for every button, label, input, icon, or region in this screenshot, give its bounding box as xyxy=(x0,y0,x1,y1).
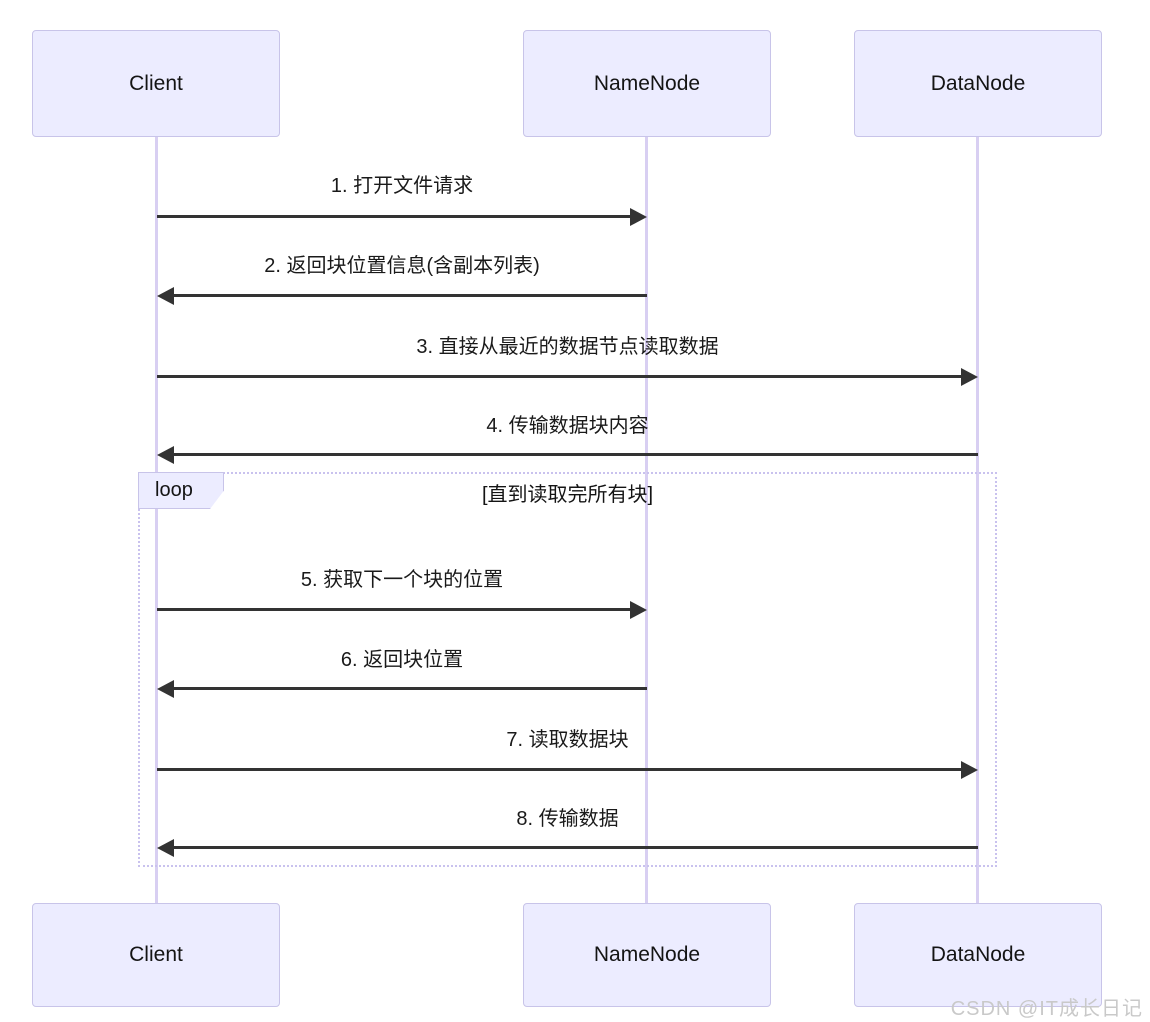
message-7-arrowhead-icon xyxy=(961,761,978,779)
actor-client-top-label: Client xyxy=(129,71,183,95)
message-4-label: 4. 传输数据块内容 xyxy=(486,415,649,437)
loop-label: loop xyxy=(138,472,224,509)
actor-client-top: Client xyxy=(32,30,280,137)
message-7-line xyxy=(157,768,962,771)
message-4-line xyxy=(173,453,978,456)
message-1-line xyxy=(157,215,631,218)
loop-condition: [直到读取完所有块] xyxy=(481,484,654,506)
lifeline-client xyxy=(155,137,158,903)
message-7-label: 7. 读取数据块 xyxy=(506,729,629,751)
message-3-arrowhead-icon xyxy=(961,368,978,386)
loop-frame xyxy=(138,472,997,867)
actor-client-bottom: Client xyxy=(32,903,280,1007)
message-5-line xyxy=(157,608,631,611)
message-3-line xyxy=(157,375,962,378)
message-1-arrowhead-icon xyxy=(630,208,647,226)
actor-namenode-bottom: NameNode xyxy=(523,903,771,1007)
message-2-arrowhead-icon xyxy=(157,287,174,305)
actor-client-bottom-label: Client xyxy=(129,943,183,966)
message-5-label: 5. 获取下一个块的位置 xyxy=(300,569,504,591)
lifeline-datanode xyxy=(976,137,979,903)
actor-namenode-top: NameNode xyxy=(523,30,771,137)
message-4-arrowhead-icon xyxy=(157,446,174,464)
actor-datanode-top-label: DataNode xyxy=(930,71,1026,95)
message-6-arrowhead-icon xyxy=(157,680,174,698)
actor-datanode-top: DataNode xyxy=(854,30,1102,137)
message-8-label: 8. 传输数据 xyxy=(516,808,619,830)
message-1-label: 1. 打开文件请求 xyxy=(330,175,474,197)
actor-namenode-bottom-label: NameNode xyxy=(593,943,701,966)
actor-datanode-bottom-label: DataNode xyxy=(930,943,1026,966)
lifeline-namenode xyxy=(645,137,648,903)
message-2-line xyxy=(173,294,647,297)
message-8-line xyxy=(173,846,978,849)
message-3-label: 3. 直接从最近的数据节点读取数据 xyxy=(416,336,719,358)
csdn-watermark: CSDN @IT成长日记 xyxy=(950,998,1143,1020)
actor-datanode-bottom: DataNode xyxy=(854,903,1102,1007)
actor-namenode-top-label: NameNode xyxy=(593,71,701,95)
message-8-arrowhead-icon xyxy=(157,839,174,857)
message-6-line xyxy=(173,687,647,690)
message-2-label: 2. 返回块位置信息(含副本列表) xyxy=(264,255,540,277)
message-6-label: 6. 返回块位置 xyxy=(340,649,464,671)
message-5-arrowhead-icon xyxy=(630,601,647,619)
